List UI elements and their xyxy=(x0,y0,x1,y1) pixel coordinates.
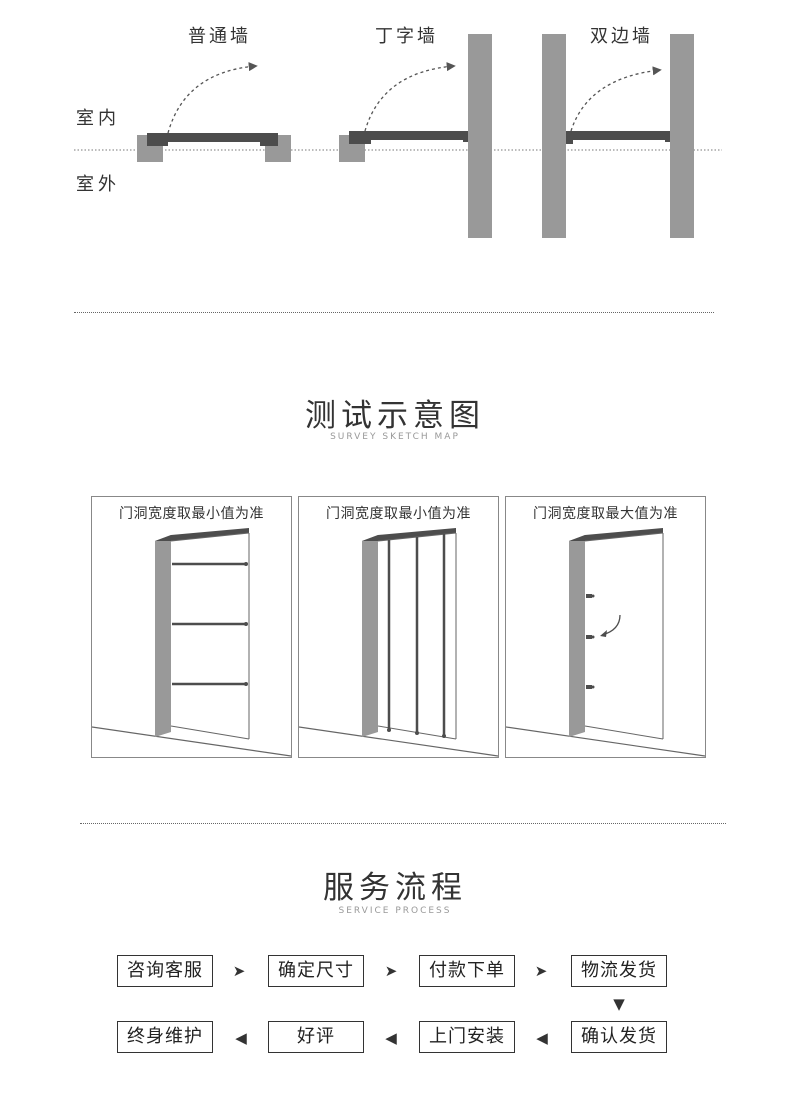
door-frame xyxy=(147,133,278,146)
t-wall-figure xyxy=(339,34,492,238)
double-wall-figure xyxy=(542,34,694,238)
panel-caption: 门洞宽度取最大值为准 xyxy=(533,506,678,522)
step-review: 好评 xyxy=(268,1021,364,1053)
wall-type-label-t: 丁字墙 xyxy=(375,26,438,47)
door-frame xyxy=(566,131,670,144)
wall-column-right xyxy=(468,34,492,238)
door-frame xyxy=(349,131,468,144)
wall-type-label-normal: 普通墙 xyxy=(188,26,251,47)
swing-arrow xyxy=(364,62,456,132)
step-confirm-delivery: 确认发货 xyxy=(571,1021,667,1053)
wall-types-diagram xyxy=(74,34,722,238)
arrow-right-icon: ➤ xyxy=(534,962,548,980)
survey-panel-2: 门洞宽度取最小值为准 xyxy=(298,496,499,758)
arrow-down-icon: ▼ xyxy=(613,995,625,1013)
service-subtitle: SERVICE PROCESS xyxy=(338,906,452,916)
swing-arrow xyxy=(167,62,258,134)
wall-column-left xyxy=(542,34,566,238)
wall-column-right xyxy=(670,34,694,238)
step-pay-order: 付款下单 xyxy=(419,955,515,987)
panel-caption: 门洞宽度取最小值为准 xyxy=(326,506,471,522)
step-lifetime-maintenance: 终身维护 xyxy=(117,1021,213,1053)
survey-title: 测试示意图 xyxy=(305,398,485,434)
outdoor-label: 室外 xyxy=(76,174,120,195)
arrow-left-icon: ◀ xyxy=(235,1029,247,1047)
survey-subtitle: SURVEY SKETCH MAP xyxy=(330,432,460,442)
normal-wall-figure xyxy=(137,62,291,162)
arrow-right-icon: ➤ xyxy=(384,962,398,980)
service-title: 服务流程 xyxy=(323,870,467,906)
wall-type-label-double: 双边墙 xyxy=(590,26,653,47)
section-divider xyxy=(74,312,714,313)
arrow-left-icon: ◀ xyxy=(536,1029,548,1047)
step-consult: 咨询客服 xyxy=(117,955,213,987)
step-confirm-size: 确定尺寸 xyxy=(268,955,364,987)
arrow-right-icon: ➤ xyxy=(232,962,246,980)
step-installation: 上门安装 xyxy=(419,1021,515,1053)
panel-caption: 门洞宽度取最小值为准 xyxy=(119,506,264,522)
section-divider xyxy=(80,823,726,824)
panel-2-sketch xyxy=(299,528,498,757)
survey-panel-3: 门洞宽度取最大值为准 xyxy=(505,496,706,758)
arrow-left-icon: ◀ xyxy=(385,1029,397,1047)
measure-points xyxy=(586,594,595,689)
panel-1-sketch xyxy=(92,528,291,757)
panel-3-sketch xyxy=(506,528,705,757)
survey-panel-1: 门洞宽度取最小值为准 xyxy=(91,496,292,758)
indoor-label: 室内 xyxy=(76,108,120,129)
step-logistics: 物流发货 xyxy=(571,955,667,987)
swing-arrow xyxy=(570,66,662,132)
